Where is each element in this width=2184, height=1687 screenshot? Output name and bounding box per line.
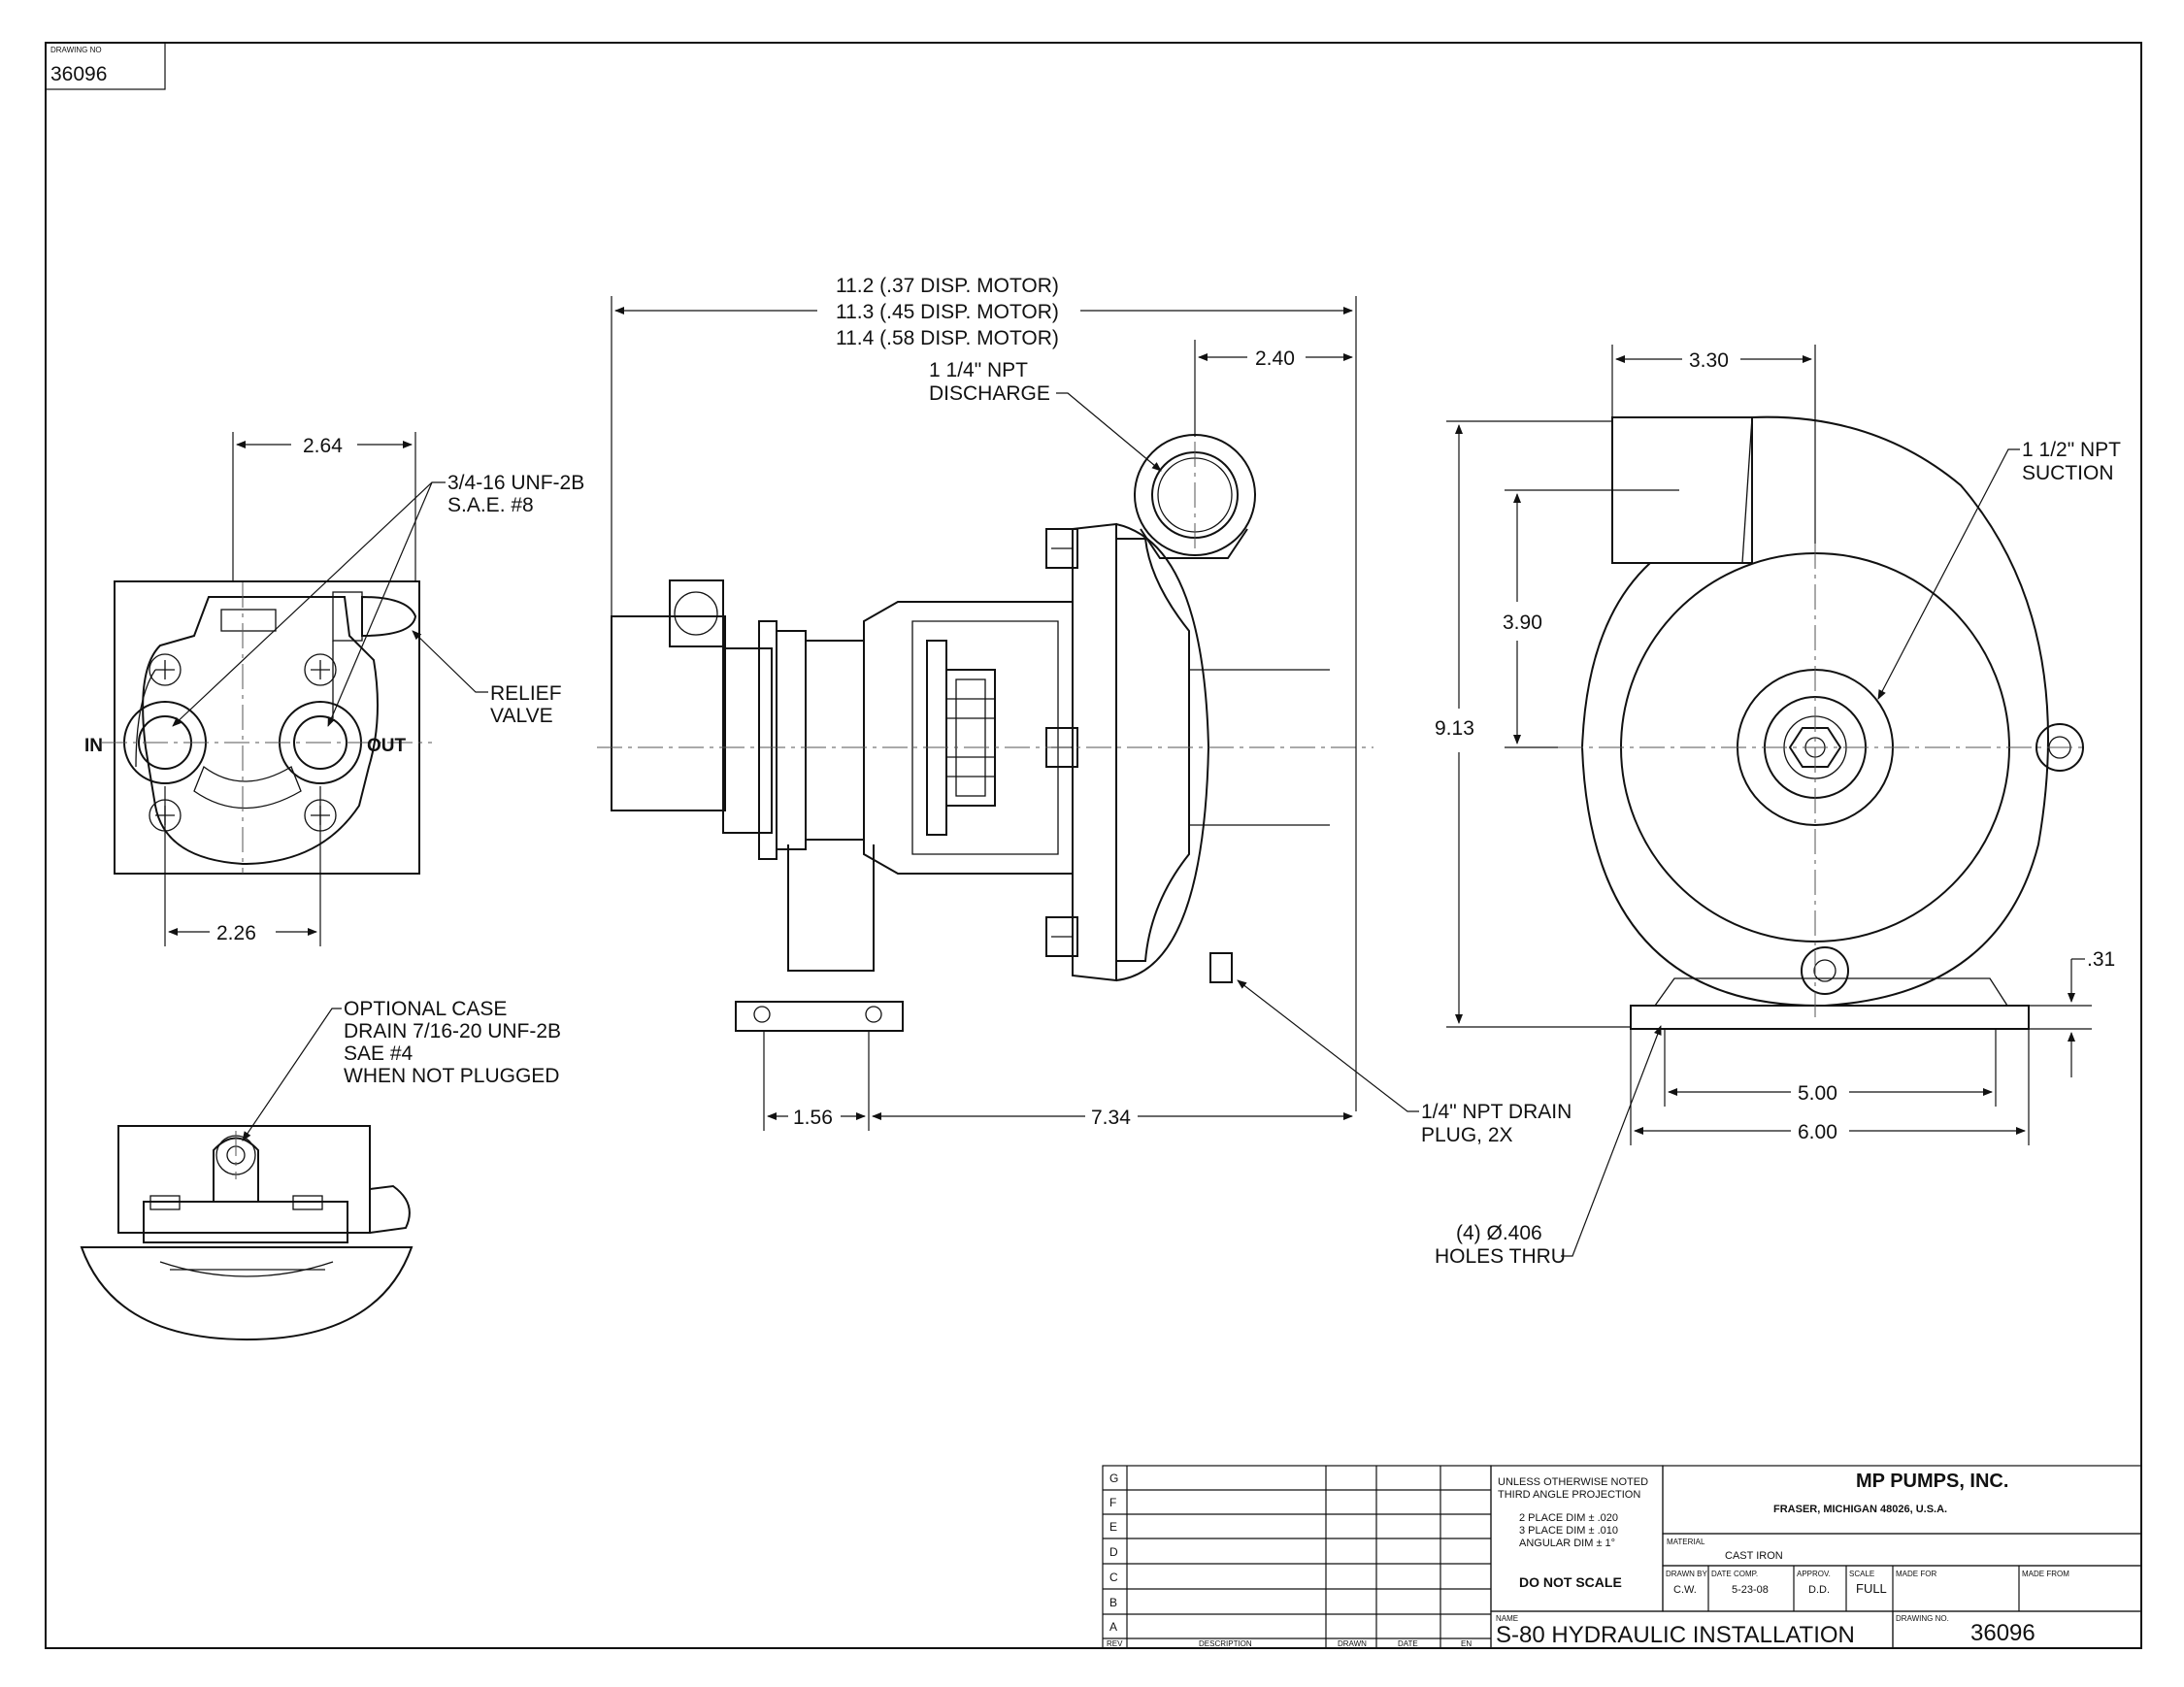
dim-6-00: 6.00 [1798,1121,1837,1143]
dim-2-26: 2.26 [216,922,256,944]
scale-caption: SCALE [1849,1570,1874,1578]
dim-3-90: 3.90 [1503,612,1542,634]
port-thread-note-line2: S.A.E. #8 [447,494,534,516]
drawing-name: S-80 HYDRAULIC INSTALLATION [1496,1622,1855,1648]
approv-value: D.D. [1808,1584,1830,1596]
scale-value: FULL [1856,1581,1887,1596]
rev-letter-d: D [1109,1545,1118,1559]
drawn-by-value: C.W. [1673,1584,1697,1596]
rev-footer-description: DESCRIPTION [1199,1639,1252,1648]
tolerance-line5: ANGULAR DIM ± 1° [1519,1538,1615,1549]
rev-footer-date: DATE [1398,1639,1418,1648]
rev-letter-g: G [1109,1472,1118,1485]
case-drain-note-line2: DRAIN 7/16-20 UNF-2B [344,1020,561,1042]
case-drain-note-line3: SAE #4 [344,1042,414,1065]
overall-length-line3: 11.4 (.58 DISP. MOTOR) [836,327,1059,349]
rev-letter-c: C [1109,1571,1118,1584]
case-drain-note-line1: OPTIONAL CASE [344,998,507,1020]
drawing-number-value: 36096 [50,63,107,85]
date-comp-caption: DATE COMP. [1711,1570,1758,1578]
do-not-scale-note: DO NOT SCALE [1519,1574,1622,1590]
suction-label-line2: SUCTION [2022,462,2114,484]
drawing-number-box: DRAWING NO 36096 [45,42,166,90]
made-for-caption: MADE FOR [1896,1570,1936,1578]
front-view: IN OUT 2.64 2.26 3/4-16 UNF-2B S.A.E. #8… [84,432,584,946]
relief-valve-label-line1: RELIEF [490,682,562,705]
dim-9-13: 9.13 [1435,717,1474,740]
company-address: FRASER, MICHIGAN 48026, U.S.A. [1773,1504,1947,1515]
material-value: CAST IRON [1725,1550,1783,1562]
case-drain-view: OPTIONAL CASE DRAIN 7/16-20 UNF-2B SAE #… [80,998,561,1341]
rev-footer-drawn: DRAWN [1338,1639,1367,1648]
dim-7-34: 7.34 [1091,1107,1131,1129]
case-drain-note-line4: WHEN NOT PLUGGED [344,1065,559,1087]
dim-0-31: .31 [2087,948,2115,971]
rev-letter-a: A [1109,1620,1117,1634]
tolerance-line4: 3 PLACE DIM ± .010 [1519,1525,1618,1537]
approv-caption: APPROV. [1797,1570,1831,1578]
title-block: G F E D C B A REV DESCRIPTION DRAWN DATE… [1102,1465,2142,1649]
company-name: MP PUMPS, INC. [1856,1471,2008,1492]
dim-1-56: 1.56 [793,1107,833,1129]
discharge-label-line2: DISCHARGE [929,382,1050,405]
drawing-number-caption: DRAWING NO [50,46,102,54]
discharge-label-line1: 1 1/4" NPT [929,359,1028,381]
drawing-number-caption-bottom: DRAWING NO. [1896,1614,1949,1623]
tolerance-line1: UNLESS OTHERWISE NOTED [1498,1476,1648,1488]
sheet-border [45,42,2142,1649]
dim-5-00: 5.00 [1798,1082,1837,1105]
holes-label-line1: (4) Ø.406 [1456,1222,1542,1244]
dim-2-40: 2.40 [1255,347,1295,370]
overall-length-line1: 11.2 (.37 DISP. MOTOR) [836,275,1059,297]
made-from-caption: MADE FROM [2022,1570,2069,1578]
rev-letter-f: F [1109,1496,1116,1509]
rev-footer-en: EN [1461,1639,1472,1648]
in-port-label: IN [84,736,103,756]
dim-3-30: 3.30 [1689,349,1729,372]
revision-letters: G F E D C B A [1109,1472,1118,1634]
rev-letter-b: B [1109,1596,1117,1609]
date-comp-value: 5-23-08 [1732,1584,1769,1596]
drawn-by-caption: DRAWN BY [1666,1570,1707,1578]
rev-letter-e: E [1109,1520,1117,1534]
dim-2-64: 2.64 [303,435,343,457]
rev-footer-rev: REV [1107,1639,1123,1648]
side-view: 11.2 (.37 DISP. MOTOR) 11.3 (.45 DISP. M… [597,275,1572,1146]
drain-plug-label-line2: PLUG, 2X [1421,1124,1513,1146]
material-caption: MATERIAL [1667,1538,1705,1546]
overall-length-line2: 11.3 (.45 DISP. MOTOR) [836,301,1059,323]
tolerance-line3: 2 PLACE DIM ± .020 [1519,1512,1618,1524]
tolerance-line2: THIRD ANGLE PROJECTION [1498,1489,1640,1501]
end-view: 3.30 1 1/2" NPT SUCTION 9.13 3.90 .31 5.… [1435,345,2121,1268]
relief-valve-label-line2: VALVE [490,705,553,727]
drawing-number-bottom: 36096 [1970,1620,2035,1646]
port-thread-note-line1: 3/4-16 UNF-2B [447,472,584,494]
drain-plug-label-line1: 1/4" NPT DRAIN [1421,1101,1572,1123]
name-caption: NAME [1496,1614,1518,1623]
suction-label-line1: 1 1/2" NPT [2022,439,2121,461]
out-port-label: OUT [367,736,407,756]
holes-label-line2: HOLES THRU [1435,1245,1566,1268]
